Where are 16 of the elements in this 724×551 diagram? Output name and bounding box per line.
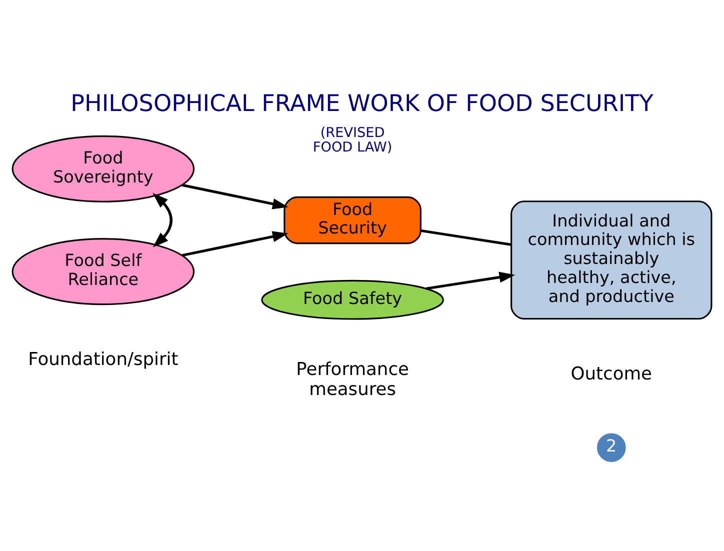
label: (REVISED FOOD LAW)	[312, 124, 392, 156]
node-ellipse: Food Safety	[261, 280, 444, 320]
arrow	[182, 231, 288, 257]
label: Foundation/spirit	[28, 348, 178, 370]
node-box: Individual and community which is sustainably healthy, active, and productive	[510, 200, 712, 320]
arrow	[152, 192, 172, 248]
label: Outcome	[570, 364, 652, 385]
arrow	[182, 184, 288, 210]
node-ellipse: Food Sovereignty	[12, 135, 195, 202]
arrow	[426, 272, 516, 290]
node-ellipse: Food Self Reliance	[12, 238, 195, 306]
diagram-title: PHILOSOPHICAL FRAME WORK OF FOOD SECURITY	[70, 90, 654, 117]
connector	[420, 229, 512, 246]
label: Performance measures	[296, 358, 409, 400]
node-box: Food Security	[284, 196, 422, 244]
label: 2	[606, 436, 617, 456]
